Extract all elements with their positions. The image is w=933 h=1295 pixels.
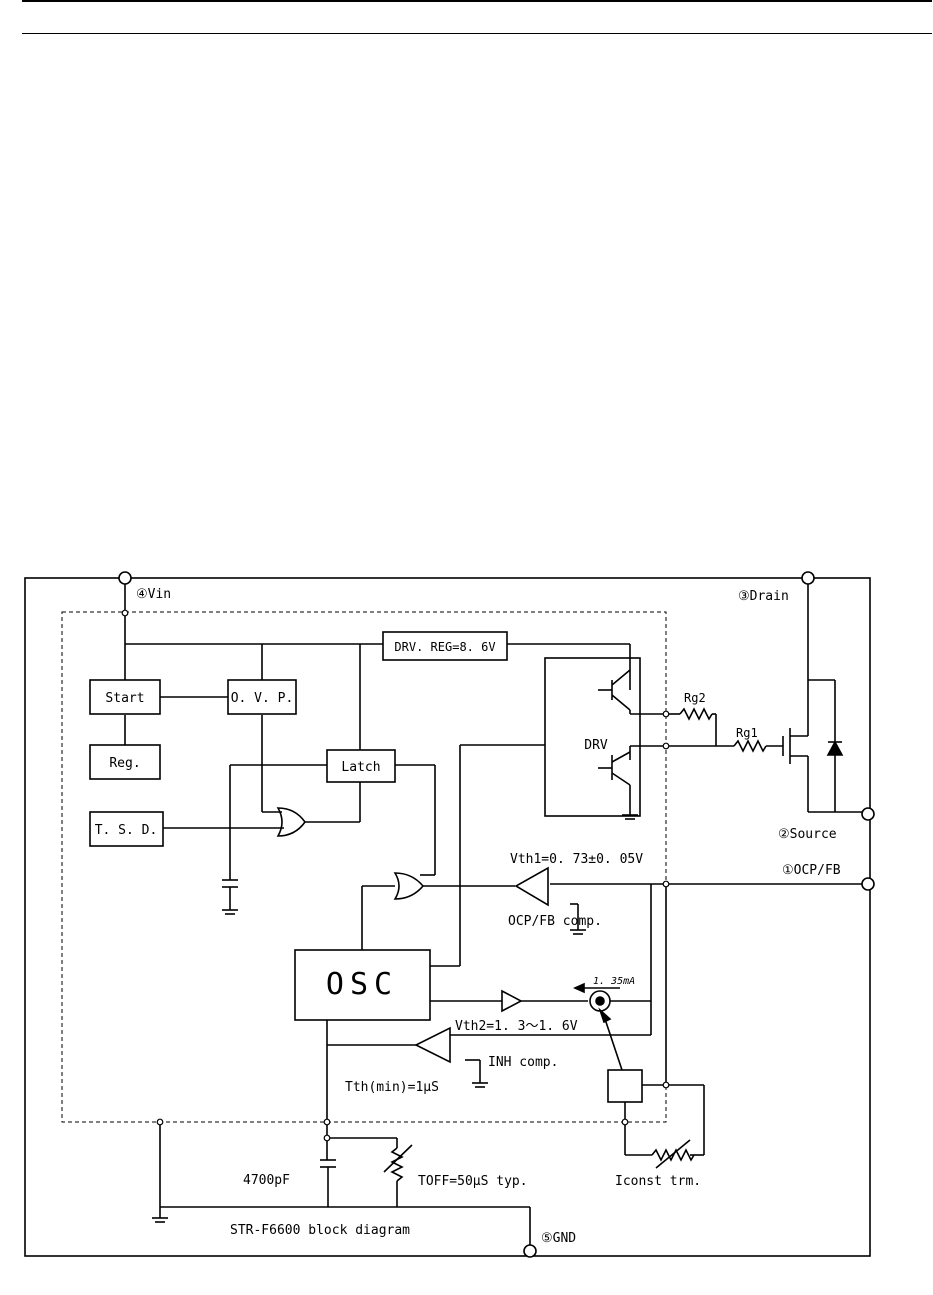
drv-reg-label: DRV. REG=8. 6V — [394, 640, 495, 654]
latch-block — [326, 749, 396, 783]
inh-comparator — [414, 1026, 451, 1064]
ovp-block — [227, 679, 297, 715]
reg-label: Reg. — [109, 756, 140, 771]
rg2-resistor — [679, 707, 713, 721]
tsd-label: T. S. D. — [95, 823, 158, 838]
header-rule — [22, 33, 932, 34]
ic-boundary — [61, 611, 667, 1123]
start-block — [89, 679, 161, 715]
ocp-fb-pin — [861, 877, 875, 891]
inh-comp-label: INH comp. — [488, 1055, 558, 1070]
iconst-label: Iconst trm. — [615, 1174, 701, 1189]
toff-label: TOFF=50μS typ. — [418, 1174, 528, 1189]
ocp-comp-label: OCP/FB comp. — [508, 914, 602, 929]
start-label: Start — [105, 691, 144, 706]
latch-label: Latch — [341, 760, 380, 775]
buffer — [501, 989, 523, 1013]
ocp-fb-pin-label: ①OCP/FB — [782, 863, 841, 878]
drv-reg-block — [382, 631, 508, 661]
source-pin-label: ②Source — [778, 827, 837, 842]
current-label: 1. 35mA — [593, 976, 635, 987]
osc-label: OSC — [326, 967, 398, 1002]
source-pin — [861, 807, 875, 821]
rg1-label: Rg1 — [736, 726, 758, 740]
reg-block — [89, 744, 161, 780]
or-gate-1 — [276, 807, 306, 837]
cap-label: 4700pF — [243, 1173, 290, 1188]
osc-block — [294, 949, 431, 1021]
tsd-block — [89, 811, 164, 847]
iconst-block — [607, 1069, 643, 1103]
ocp-comparator — [514, 866, 549, 907]
toff-resistor — [390, 1147, 404, 1182]
gnd-pin — [523, 1244, 537, 1258]
outer-frame — [24, 577, 871, 1257]
iconst-resistor — [651, 1148, 695, 1162]
rg2-label: Rg2 — [684, 691, 706, 705]
top-rule — [22, 0, 932, 2]
tth-label: Tth(min)=1μS — [345, 1080, 439, 1095]
vin-pin-label: ④Vin — [136, 587, 171, 602]
gnd-pin-label: ⑤GND — [541, 1231, 576, 1246]
diagram-title: STR-F6600 block diagram — [230, 1223, 410, 1238]
vin-pin — [118, 571, 132, 585]
vth1-label: Vth1=0. 73±0. 05V — [510, 852, 643, 867]
or-gate-2 — [393, 872, 425, 900]
drain-pin-label: ③Drain — [738, 589, 789, 604]
vth2-label: Vth2=1. 3～1. 6V — [455, 1019, 578, 1034]
drv-block — [544, 657, 641, 817]
drain-pin — [801, 571, 815, 585]
rg1-resistor — [733, 739, 767, 753]
ovp-label: O. V. P. — [231, 691, 294, 706]
drv-label: DRV — [584, 738, 608, 753]
